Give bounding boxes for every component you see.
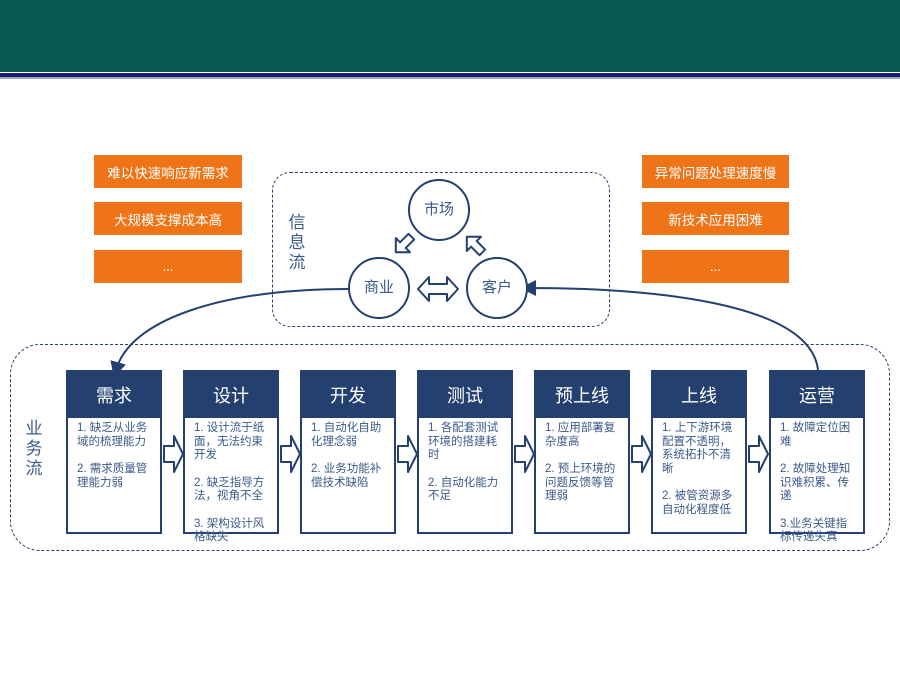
stage-arrow-1 bbox=[163, 435, 184, 473]
left-issue-2: 大规模支撑成本高 bbox=[94, 202, 242, 235]
operation-to-customer-arrow bbox=[520, 280, 819, 371]
stage-issue: 3.业务关键指标传递失真 bbox=[780, 517, 848, 544]
right-issue-2: 新技术应用困难 bbox=[642, 202, 789, 235]
stage-title: 设计 bbox=[185, 372, 277, 418]
stage-title: 上线 bbox=[653, 372, 745, 418]
right-issue-3: ... bbox=[642, 250, 789, 283]
stage-arrow-2 bbox=[280, 435, 301, 473]
stage-demand: 需求 1. 缺乏从业务域的梳理能力 2. 需求质量管理能力弱 bbox=[66, 370, 162, 534]
stage-title: 运营 bbox=[771, 372, 863, 418]
info-flow-label: 信息流 bbox=[288, 213, 306, 272]
stage-arrow-6 bbox=[748, 435, 769, 473]
stage-issue: 2. 自动化能力不足 bbox=[428, 476, 499, 503]
stage-title: 开发 bbox=[302, 372, 394, 418]
stage-release: 上线 1. 上下游环境配置不透明，系统拓扑不清晰 2. 被管资源多自动化程度低 bbox=[651, 370, 747, 534]
market-to-business-arrow bbox=[394, 232, 416, 254]
business-node: 商业 bbox=[348, 257, 410, 319]
stage-title: 需求 bbox=[68, 372, 160, 418]
right-issue-1: 异常问题处理速度慢 bbox=[642, 155, 789, 188]
stage-issue: 1. 设计流于纸面，无法约束开发 bbox=[194, 422, 265, 461]
stage-issue: 1. 应用部署复杂度高 bbox=[545, 422, 616, 448]
customer-node: 客户 bbox=[466, 257, 528, 319]
header-bar bbox=[0, 0, 900, 72]
stage-arrow-4 bbox=[514, 435, 535, 473]
business-flow-region bbox=[10, 344, 890, 551]
stage-issue: 2. 缺乏指导方法，视角不全 bbox=[194, 476, 265, 503]
left-issue-1: 难以快速响应新需求 bbox=[94, 155, 242, 188]
stage-title: 预上线 bbox=[536, 372, 628, 418]
stage-issue: 2. 需求质量管理能力弱 bbox=[77, 463, 148, 489]
stage-operation: 运营 1. 故障定位困难 2. 故障处理知识难积累、传递 3.业务关键指标传递失… bbox=[769, 370, 865, 543]
stage-pre-release: 预上线 1. 应用部署复杂度高 2. 预上环境的问题反馈等管理弱 bbox=[534, 370, 630, 534]
stage-issue: 2. 故障处理知识难积累、传递 bbox=[780, 463, 851, 502]
stage-issue: 1. 缺乏从业务域的梳理能力 bbox=[77, 422, 148, 448]
header-rule bbox=[0, 73, 900, 77]
customer-to-market-arrow bbox=[465, 235, 487, 257]
stage-arrow-5 bbox=[631, 435, 652, 473]
stage-testing: 测试 1. 各配套测试环境的搭建耗时 2. 自动化能力不足 bbox=[417, 370, 513, 534]
stage-issue: 2. 业务功能补偿技术缺陷 bbox=[311, 463, 382, 489]
business-flow-label: 业务流 bbox=[25, 419, 43, 478]
stage-development: 开发 1. 自动化自助化理念弱 2. 业务功能补偿技术缺陷 bbox=[300, 370, 396, 534]
stage-arrow-3 bbox=[397, 435, 418, 473]
stage-issue: 1. 上下游环境配置不透明，系统拓扑不清晰 bbox=[662, 422, 733, 475]
stage-issue: 1. 自动化自助化理念弱 bbox=[311, 422, 382, 448]
left-issue-3: ... bbox=[94, 250, 242, 283]
stage-issue: 2. 预上环境的问题反馈等管理弱 bbox=[545, 463, 616, 502]
stage-issue: 1. 各配套测试环境的搭建耗时 bbox=[428, 422, 499, 461]
stage-issue: 1. 故障定位困难 bbox=[780, 422, 851, 448]
stage-design: 设计 1. 设计流于纸面，无法约束开发 2. 缺乏指导方法，视角不全 3. 架构… bbox=[183, 370, 279, 543]
business-to-demand-arrow bbox=[110, 288, 351, 378]
info-flow-region bbox=[272, 172, 610, 327]
stage-issue: 3. 架构设计风格缺失 bbox=[194, 517, 265, 544]
header-rule-thin bbox=[0, 77, 900, 79]
stage-issue: 2. 被管资源多自动化程度低 bbox=[662, 490, 733, 516]
stage-title: 测试 bbox=[419, 372, 511, 418]
market-node: 市场 bbox=[408, 179, 470, 241]
business-customer-double-arrow bbox=[417, 276, 459, 302]
